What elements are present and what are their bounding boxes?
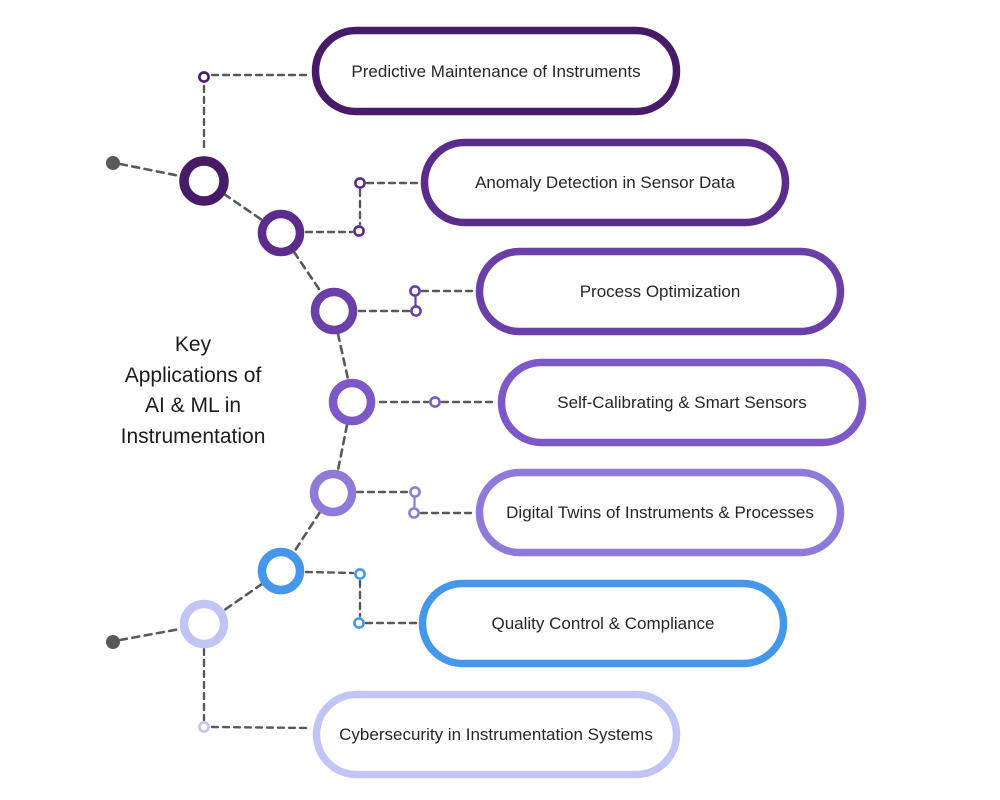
pill-label: Predictive Maintenance of Instruments [351,62,640,81]
item-anomaly-detection: Anomaly Detection in Sensor Data [257,138,790,257]
pill-label: Process Optimization [580,282,741,301]
spine-segment [292,510,322,554]
path-start-dot [106,156,120,170]
connector-node-icon [198,721,210,733]
chain-node [328,378,376,426]
chain-node [257,547,305,595]
item-digital-twins: Digital Twins of Instruments & Processes [309,468,845,557]
connector-node-icon [354,568,366,580]
spine-path [106,156,350,649]
title-line: Instrumentation [120,424,266,448]
spine-segment [118,162,182,178]
pill-shape [475,247,845,336]
chain-node [310,287,358,335]
spine-segment [292,250,323,294]
title-line: Applications of [124,363,262,387]
diagram-title: Key Applications of AI & ML in Instrumen… [63,330,323,452]
path-end-dot [106,635,120,649]
connector-node-icon [354,177,366,189]
pill-shape [312,690,681,779]
connector-node-icon [409,285,421,297]
chain-node [179,599,229,649]
spine-segment [221,582,264,613]
title-line: AI & ML in [144,394,242,417]
connector-node-icon [198,71,210,83]
spine-segment [336,332,350,381]
pill-shape [418,579,788,668]
pill-label: Digital Twins of Instruments & Processes [506,503,814,522]
item-self-calibrating-sensors: Self-Calibrating & Smart Sensors [328,358,867,447]
connector-node-icon [410,305,422,317]
chain-node [257,209,305,257]
chain-node [179,156,229,206]
connector-node-icon [429,396,441,408]
connector-node-icon [409,486,421,498]
pill-label: Cybersecurity in Instrumentation Systems [339,725,653,744]
item-cybersecurity: Cybersecurity in Instrumentation Systems [179,599,681,779]
connector-node-icon [353,617,365,629]
pill-shape [311,26,681,116]
spine-segment [222,192,264,222]
spine-segment [118,627,182,642]
chain-node [309,469,357,517]
connector-line [210,725,312,730]
connector-node-icon [408,507,420,519]
pill-label: Anomaly Detection in Sensor Data [475,173,735,192]
pill-shape [475,468,845,557]
pill-label: Self-Calibrating & Smart Sensors [557,393,806,412]
spine-segment [336,423,349,472]
pill-shape [420,138,790,227]
connector-node-icon [353,225,365,237]
item-process-optimization: Process Optimization [310,247,845,336]
title-line: Key [174,333,212,356]
item-predictive-maintenance: Predictive Maintenance of Instruments [179,26,681,206]
item-quality-control: Quality Control & Compliance [257,547,788,668]
pill-label: Quality Control & Compliance [492,614,715,633]
pill-shape [497,358,867,447]
connector-line [304,570,355,575]
